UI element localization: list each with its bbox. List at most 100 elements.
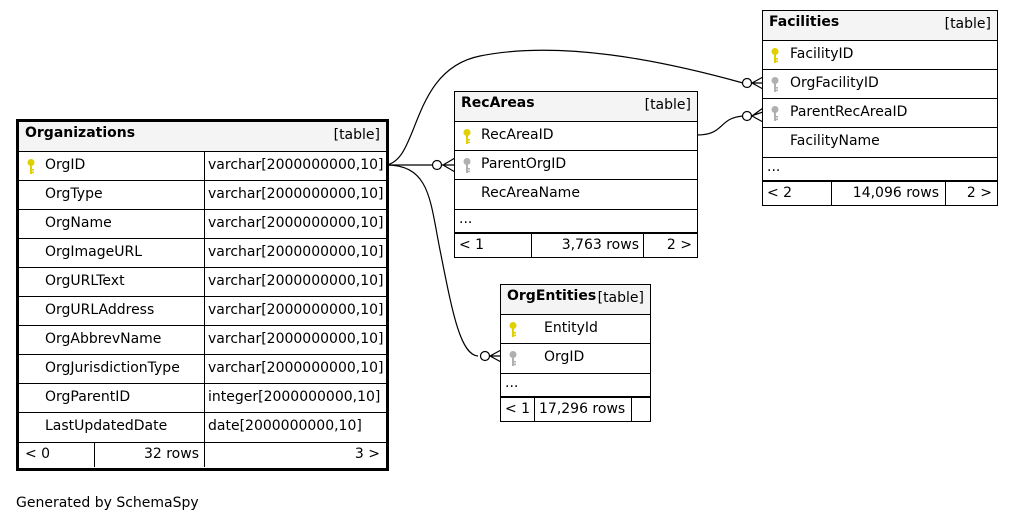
foreign-key-icon <box>769 76 781 93</box>
column-row-orgimageurl[interactable]: OrgImageURL varchar[2000000000,10] <box>19 239 386 268</box>
column-row-orgjurisdictiontype[interactable]: OrgJurisdictionType varchar[2000000000,10… <box>19 355 386 384</box>
crows-foot-marker <box>751 76 764 90</box>
column-name: LastUpdatedDate <box>45 418 168 434</box>
column-type: varchar[2000000000,10] <box>208 244 384 260</box>
table-kind: [table] <box>333 127 380 143</box>
column-name: OrgJurisdictionType <box>45 360 180 376</box>
column-type: varchar[2000000000,10] <box>208 215 384 231</box>
column-row-orgname[interactable]: OrgName varchar[2000000000,10] <box>19 210 386 239</box>
column-row-lastupdateddate[interactable]: LastUpdatedDate date[2000000000,10] <box>19 413 386 442</box>
parent-count: < 1 <box>505 401 531 417</box>
column-name: OrgImageURL <box>45 244 143 260</box>
column-name: OrgID <box>45 157 86 173</box>
column-row-orgid[interactable]: OrgID <box>501 344 650 373</box>
primary-key-icon <box>769 47 781 64</box>
column-row-orgurladdress[interactable]: OrgURLAddress varchar[2000000000,10] <box>19 297 386 326</box>
primary-key-icon <box>25 158 37 175</box>
table-kind: [table] <box>944 16 991 32</box>
column-name: ParentOrgID <box>481 156 567 172</box>
table-header: Facilities [table] <box>763 11 997 41</box>
table-header: RecAreas [table] <box>455 92 697 122</box>
column-type: varchar[2000000000,10] <box>208 331 384 347</box>
table-name: OrgEntities <box>507 288 597 304</box>
primary-key-icon <box>507 321 519 338</box>
link-organizations-orgentities <box>385 164 479 357</box>
column-row-orgurltext[interactable]: OrgURLText varchar[2000000000,10] <box>19 268 386 297</box>
column-type: integer[2000000000,10] <box>208 389 381 405</box>
column-row-recareaname[interactable]: RecAreaName <box>455 180 697 209</box>
column-type: date[2000000000,10] <box>208 418 362 434</box>
optional-marker <box>741 77 753 89</box>
column-row-orgabbrevname[interactable]: OrgAbbrevName varchar[2000000000,10] <box>19 326 386 355</box>
table-name: Facilities <box>769 14 840 30</box>
table-facilities[interactable]: Facilities [table] FacilityID OrgFacility… <box>762 10 998 206</box>
column-row-recareaid[interactable]: RecAreaID <box>455 122 697 151</box>
crows-foot-marker <box>489 349 502 363</box>
more-columns: ... <box>763 157 997 181</box>
table-footer: < 2 14,096 rows 2 > <box>763 181 997 206</box>
column-type: varchar[2000000000,10] <box>208 360 384 376</box>
column-row-parentrecareaid[interactable]: ParentRecAreaID <box>763 99 997 128</box>
crows-foot-marker <box>750 107 764 123</box>
column-name: RecAreaName <box>481 185 580 201</box>
table-recareas[interactable]: RecAreas [table] RecAreaID ParentOrgID Rec… <box>454 91 698 258</box>
primary-key-icon <box>461 128 473 145</box>
column-type: varchar[2000000000,10] <box>208 157 384 173</box>
column-name: OrgType <box>45 186 103 202</box>
generated-by-text: Generated by SchemaSpy <box>16 495 199 511</box>
column-name: OrgID <box>544 349 585 365</box>
row-count: 32 rows <box>143 446 199 462</box>
foreign-key-icon <box>461 157 473 174</box>
parent-count: < 2 <box>767 185 793 201</box>
optional-marker <box>431 159 443 171</box>
column-row-facilityname[interactable]: FacilityName <box>763 128 997 157</box>
column-name: OrgParentID <box>45 389 131 405</box>
column-name: EntityId <box>544 320 598 336</box>
column-name: OrgURLAddress <box>45 302 155 318</box>
child-count: 2 > <box>966 185 992 201</box>
column-name: OrgAbbrevName <box>45 331 162 347</box>
optional-marker <box>479 350 491 362</box>
table-footer: < 1 17,296 rows <box>501 397 650 422</box>
more-columns: ... <box>501 373 650 397</box>
column-name: OrgURLText <box>45 273 125 289</box>
parent-count: < 1 <box>459 237 485 253</box>
column-name: FacilityName <box>790 133 880 149</box>
column-row-facilityid[interactable]: FacilityID <box>763 41 997 70</box>
column-type: varchar[2000000000,10] <box>208 273 384 289</box>
table-header: Organizations [table] <box>19 122 386 152</box>
column-type: varchar[2000000000,10] <box>208 302 384 318</box>
foreign-key-icon <box>769 105 781 122</box>
table-name: RecAreas <box>461 95 535 111</box>
column-name: RecAreaID <box>481 127 554 143</box>
table-footer: < 1 3,763 rows 2 > <box>455 233 697 258</box>
crows-foot-marker <box>441 157 456 173</box>
child-count: 2 > <box>666 237 692 253</box>
table-header: OrgEntities [table] <box>501 285 650 315</box>
column-name: FacilityID <box>790 46 854 62</box>
link-organizations-facilities <box>385 49 744 166</box>
column-row-orgid[interactable]: OrgID varchar[2000000000,10] <box>19 152 386 181</box>
table-organizations[interactable]: Organizations [table] OrgID varchar[20000… <box>16 119 389 471</box>
foreign-key-icon <box>507 350 519 367</box>
column-name: OrgFacilityID <box>790 75 879 91</box>
parent-count: < 0 <box>25 446 51 462</box>
child-count: 3 > <box>354 446 380 462</box>
column-name: ParentRecAreaID <box>790 104 908 120</box>
row-count: 3,763 rows <box>561 237 639 253</box>
column-row-orgparentid[interactable]: OrgParentID integer[2000000000,10] <box>19 384 386 413</box>
table-kind: [table] <box>644 97 691 113</box>
optional-marker <box>741 110 753 122</box>
column-row-orgfacilityid[interactable]: OrgFacilityID <box>763 70 997 99</box>
row-count: 14,096 rows <box>852 185 939 201</box>
more-columns: ... <box>455 209 697 233</box>
column-name: OrgName <box>45 215 112 231</box>
column-row-parentorgid[interactable]: ParentOrgID <box>455 151 697 180</box>
table-footer: < 0 32 rows 3 > <box>19 442 386 467</box>
column-row-entityid[interactable]: EntityId <box>501 315 650 344</box>
table-name: Organizations <box>25 125 136 141</box>
row-count: 17,296 rows <box>539 401 626 417</box>
